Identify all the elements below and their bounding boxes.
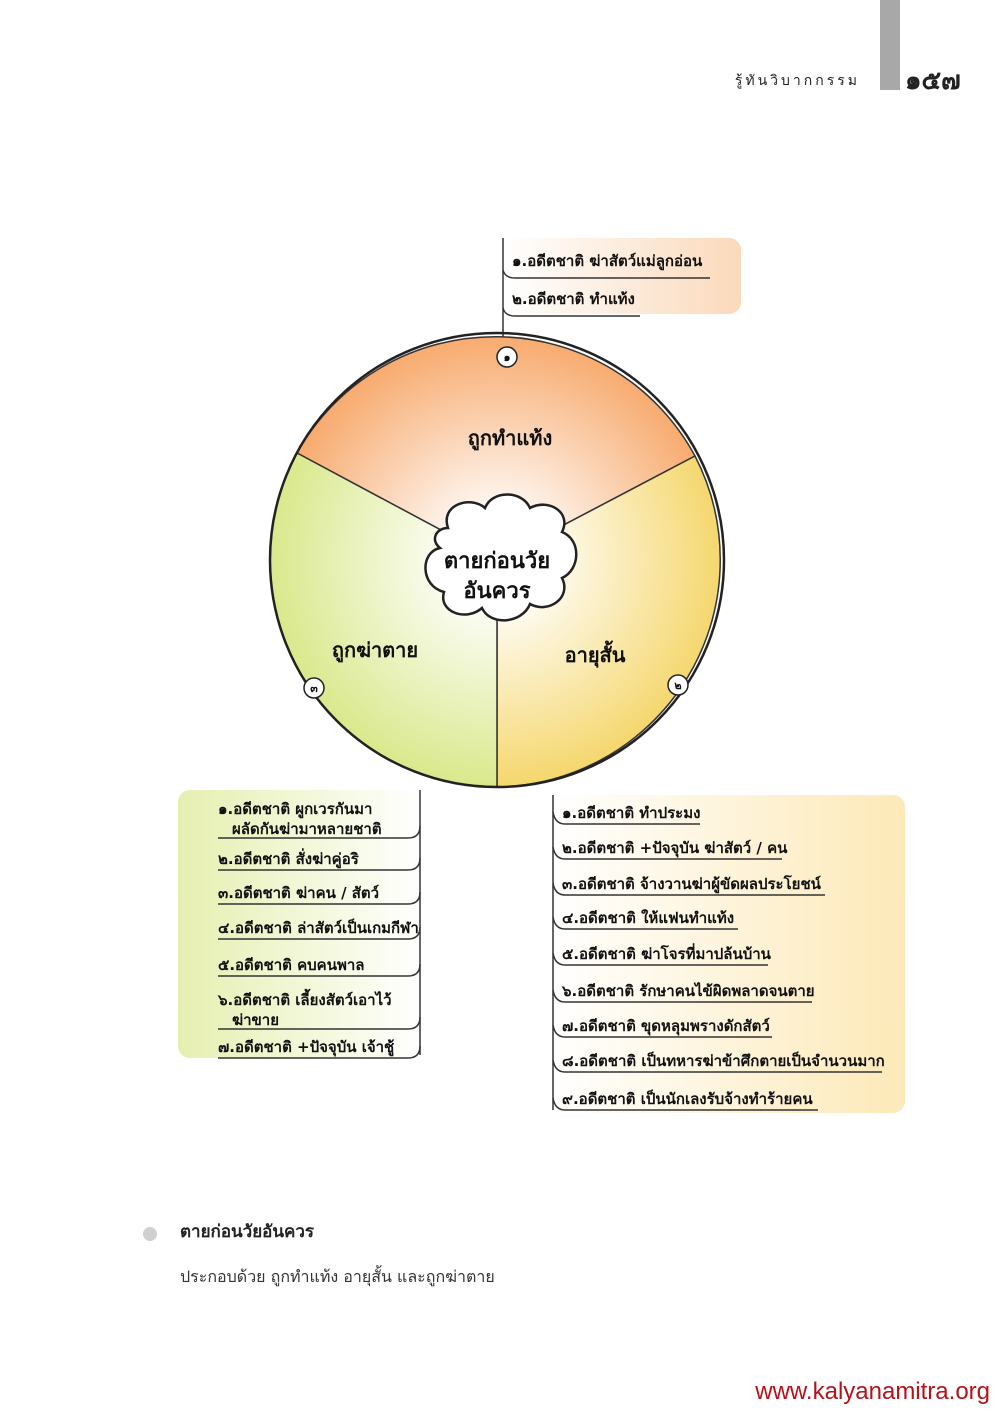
segment-label-short-life: อายุสั้น (565, 640, 626, 668)
left-branch-item: ๒.อดีตชาติ สั่งฆ่าคู่อริ (218, 848, 360, 869)
left-branch-item: ๑.อดีตชาติ ผูกเวรกันมา (218, 800, 372, 819)
top-branch-item: ๑.อดีตชาติ ฆ่าสัตว์แม่ลูกอ่อน (512, 252, 703, 271)
top-branch-item: ๒.อดีตชาติ ทำแท้ง (512, 290, 635, 308)
center-cloud (424, 493, 578, 622)
left-branch-item: ๔.อดีตชาติ ล่าสัตว์เป็นเกมกีฬา (218, 918, 419, 937)
left-branch-item-cont: ฆ่าขาย (232, 1011, 279, 1029)
left-branch-item: ๖.อดีตชาติ เลี้ยงสัตว์เอาไว้ (217, 988, 392, 1009)
right-branch-item: ๓.อดีตชาติ จ้างวานฆ่าผู้ขัดผลประโยชน์ (562, 874, 822, 894)
center-title-line2: อันควร (463, 579, 530, 604)
caption-body: ประกอบด้วย ถูกทำแท้ง อายุสั้น และถูกฆ่าต… (180, 1267, 495, 1286)
badge-1-number: ๑ (504, 351, 511, 364)
left-branch-item: ๕.อดีตชาติ คบคนพาล (218, 956, 364, 974)
left-branch-item-cont: ผลัดกันฆ่ามาหลายชาติ (232, 820, 382, 838)
segment-label-killed: ถูกฆ่าตาย (332, 638, 418, 664)
left-branch-item: ๓.อดีตชาติ ฆ่าคน / สัตว์ (218, 884, 379, 902)
badge-3-number: ๓ (310, 682, 318, 695)
segment-aborted (295, 335, 697, 561)
right-branch-item: ๖.อดีตชาติ รักษาคนไข้ผิดพลาดจนตาย (561, 981, 815, 1000)
right-branch-item: ๙.อดีตชาติ เป็นนักเลงรับจ้างทำร้ายคน (562, 1089, 813, 1108)
right-branch-item: ๗.อดีตชาติ ขุดหลุมพรางดักสัตว์ (562, 1017, 770, 1036)
header-bar (880, 0, 900, 90)
top-branch-items: ๑.อดีตชาติ ฆ่าสัตว์แม่ลูกอ่อน ๒.อดีตชาติ… (502, 252, 710, 317)
right-branch-panel (550, 795, 905, 1113)
right-branch-item: ๑.อดีตชาติ ทำประมง (562, 804, 700, 822)
right-branch-item: ๕.อดีตชาติ ฆ่าโจรที่มาปล้นบ้าน (562, 943, 772, 963)
right-branch-item: ๔.อดีตชาติ ให้แฟนทำแท้ง (562, 909, 734, 927)
left-branch-items: ๑.อดีตชาติ ผูกเวรกันมา ผลัดกันฆ่ามาหลายช… (217, 800, 421, 1059)
caption-title: ตายก่อนวัยอันควร (180, 1222, 315, 1242)
left-branch-panel (178, 790, 423, 1058)
badge-1 (496, 346, 518, 368)
badge-2-number: ๒ (674, 679, 681, 692)
right-branch-items: ๑.อดีตชาติ ทำประมง ๒.อดีตชาติ +ปัจจุบัน … (552, 804, 885, 1111)
badge-2 (667, 674, 689, 696)
top-branch-panel (503, 238, 741, 314)
right-branch-item: ๒.อดีตชาติ +ปัจจุบัน ฆ่าสัตว์ / คน (562, 839, 788, 858)
section-title: รู้ทันวิบากกรรม (734, 73, 860, 89)
page-number: ๑๕๗ (905, 66, 961, 96)
bullet-icon (143, 1227, 157, 1241)
segment-label-aborted: ถูกทำแท้ง (468, 426, 552, 452)
left-branch-item: ๗.อดีตชาติ +ปัจจุบัน เจ้าชู้ (218, 1038, 394, 1057)
footer-url[interactable]: www.kalyanamitra.org (755, 1378, 990, 1405)
right-branch-item: ๘.อดีตชาติ เป็นทหารฆ่าข้าศึกตายเป็นจำนวน… (562, 1051, 885, 1070)
center-title-line1: ตายก่อนวัย (444, 549, 550, 574)
badge-3 (303, 677, 325, 699)
outer-circle (268, 331, 726, 789)
